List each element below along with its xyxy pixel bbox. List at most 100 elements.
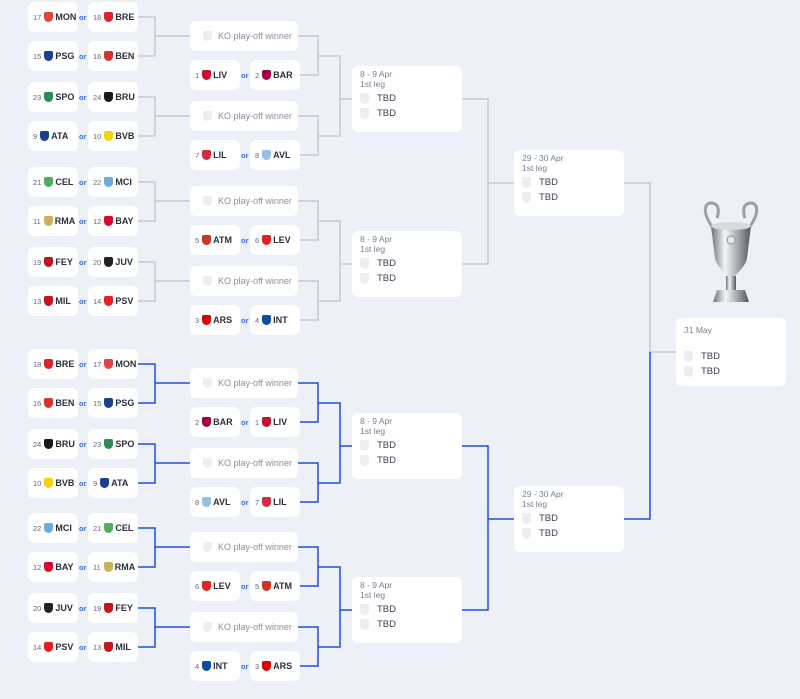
final-match-card[interactable]: 31 May TBD TBD: [676, 318, 786, 386]
connector-line: [138, 527, 156, 568]
ko-playoff-winner-slot[interactable]: KO play-off winner: [190, 101, 298, 131]
team-label: TBD: [377, 604, 396, 615]
ko-playoff-winner-slot[interactable]: KO play-off winner: [190, 612, 298, 642]
connector-line: [298, 626, 319, 667]
team-code: LEV: [273, 235, 291, 245]
connector-line: [138, 16, 156, 57]
seed-number: 12: [33, 562, 42, 572]
team-label: TBD: [701, 351, 720, 362]
or-label: or: [79, 93, 87, 102]
ko-playoff-winner-slot[interactable]: KO play-off winner: [190, 266, 298, 296]
ko-playoff-winner-slot[interactable]: KO play-off winner: [190, 448, 298, 478]
match-leg: 1st leg: [360, 79, 386, 89]
seed-number: 2: [195, 417, 200, 427]
seed-number: 6: [255, 235, 260, 245]
team-code: ATM: [273, 581, 292, 591]
shield-icon: [522, 177, 531, 188]
ko-playoff-winner-slot[interactable]: KO play-off winner: [190, 21, 298, 51]
shield-icon: [684, 351, 693, 362]
or-label: or: [79, 479, 87, 488]
team-lev[interactable]: 6 LEV: [250, 225, 300, 255]
match-leg: 1st leg: [522, 163, 548, 173]
club-crest-icon: [262, 497, 272, 507]
seed-number: 16: [93, 51, 102, 61]
team-code: LIL: [213, 150, 227, 160]
ko-label: KO play-off winner: [218, 196, 292, 206]
seed-number: 7: [255, 497, 260, 507]
ko-playoff-winner-slot[interactable]: KO play-off winner: [190, 532, 298, 562]
seed-number: 4: [195, 661, 200, 671]
club-crest-icon: [44, 398, 54, 408]
match-leg: 1st leg: [360, 426, 386, 436]
team-code: ARS: [273, 661, 293, 671]
ko-playoff-winner-slot[interactable]: KO play-off winner: [190, 186, 298, 216]
seed-number: 23: [33, 92, 42, 102]
team-code: BRU: [55, 439, 75, 449]
club-crest-icon: [44, 177, 54, 187]
club-crest-icon: [44, 439, 54, 449]
team-label: TBD: [377, 273, 396, 284]
ko-playoff-winner-slot[interactable]: KO play-off winner: [190, 368, 298, 398]
seed-number: 18: [33, 359, 42, 369]
shield-icon: [360, 619, 369, 630]
team-code: BAR: [273, 70, 293, 80]
club-crest-icon: [44, 12, 54, 22]
seed-number: 16: [33, 398, 42, 408]
club-crest-icon: [202, 497, 212, 507]
club-crest-icon: [262, 70, 272, 80]
